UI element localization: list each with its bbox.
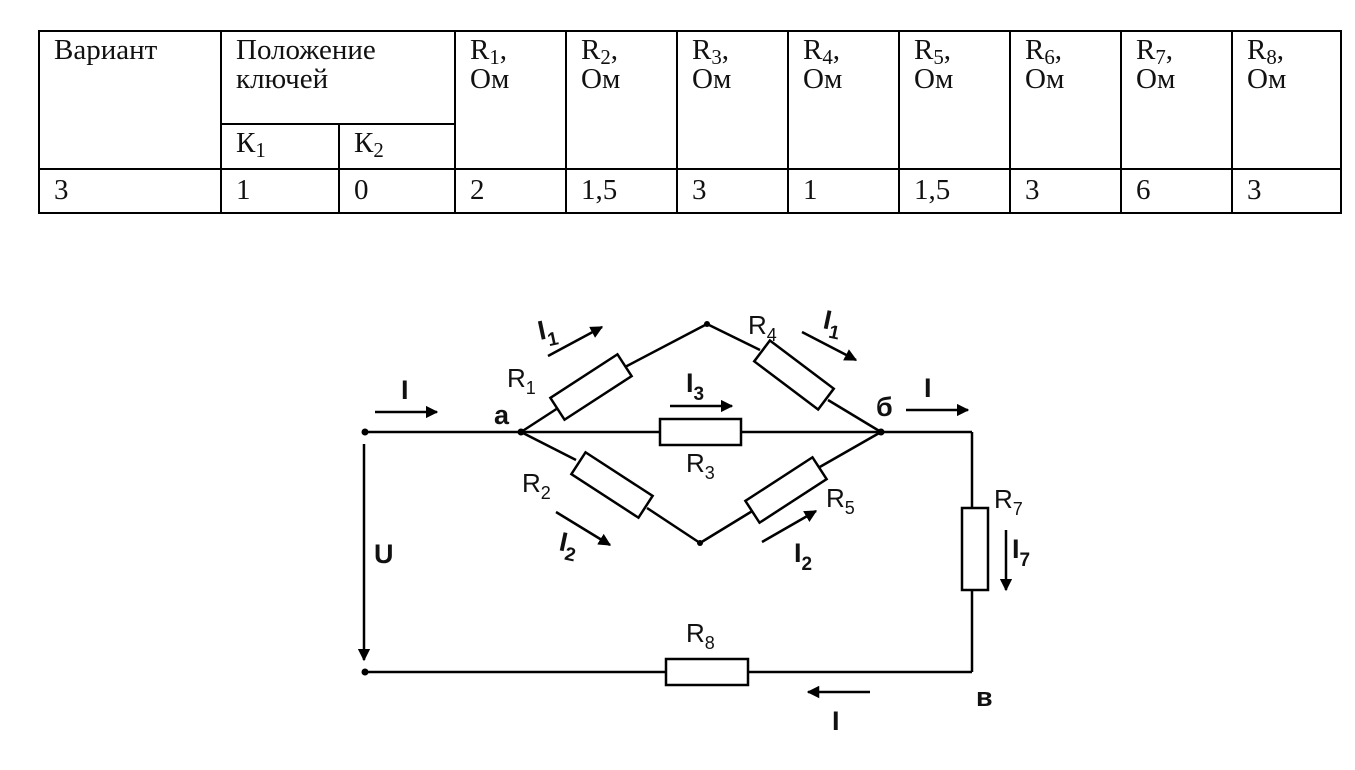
cell-r4: 1 (787, 167, 901, 214)
label-current-i-in: I (401, 375, 409, 405)
resistor-r1 (548, 352, 634, 422)
wire-r5-b (817, 430, 882, 470)
header-variant: Вариант (38, 30, 222, 170)
label-r8: R8 (686, 618, 715, 653)
label-i1-right: I1 (819, 305, 845, 345)
label-voltage-u: U (374, 539, 394, 569)
header-r2: R2, Ом (565, 30, 679, 170)
label-node-v: в (976, 682, 993, 712)
terminal-top (361, 428, 369, 436)
terminal-bottom (361, 668, 369, 676)
arrow-i2-left (555, 510, 612, 547)
header-r3: R3, Ом (676, 30, 790, 170)
resistor-r4 (752, 338, 836, 412)
node-top-dot (704, 321, 710, 327)
cell-k2: 0 (337, 167, 457, 214)
label-i7: I7 (1012, 534, 1030, 571)
cell-r6: 3 (1009, 167, 1123, 214)
label-current-i-out: I (924, 373, 932, 403)
current-arrows (357, 325, 1013, 699)
label-r1: R1 (507, 363, 536, 398)
cell-r1: 2 (454, 167, 568, 214)
wire-a-r1 (520, 406, 559, 434)
header-r8: R8, Ом (1231, 30, 1343, 170)
header-r6: R6, Ом (1009, 30, 1123, 170)
table-row: 3 1 0 2 1,5 3 1 1,5 3 6 3 (38, 167, 1343, 214)
resistors (548, 338, 990, 687)
wire-a-r2 (520, 430, 577, 462)
cell-r3: 3 (676, 167, 790, 214)
header-k1: К1 (220, 123, 340, 170)
label-r7: R7 (994, 484, 1023, 519)
label-i2-left: I2 (555, 527, 580, 567)
node-bottom-dot (697, 540, 703, 546)
cell-r5: 1,5 (898, 167, 1012, 214)
label-r4: R4 (748, 310, 777, 345)
label-i3: I3 (686, 368, 704, 405)
junction-dots (361, 321, 885, 676)
cell-r8: 3 (1231, 167, 1343, 214)
wire-bottom-r5 (699, 508, 755, 545)
label-node-a: а (494, 400, 510, 430)
resistor-labels: R1 R4 R3 R2 R5 R7 R8 (507, 310, 1023, 653)
cell-k1: 1 (220, 167, 340, 214)
resistor-r2 (569, 450, 655, 520)
node-b-dot (877, 428, 885, 436)
cell-r2: 1,5 (565, 167, 679, 214)
parameters-table: Вариант Положение ключей R1, Ом R2, Ом R… (38, 29, 1343, 214)
resistor-r5 (743, 455, 829, 525)
wire-r2-bottom (646, 506, 701, 545)
label-r3: R3 (686, 448, 715, 483)
header-r7: R7, Ом (1120, 30, 1234, 170)
label-current-i-return: I (832, 706, 840, 736)
label-r5: R5 (826, 483, 855, 518)
current-labels: I1 I1 I3 I2 I2 I7 (535, 305, 1030, 575)
header-r1: R1, Ом (454, 30, 568, 170)
wire-r1-top (624, 322, 708, 369)
resistor-r7 (960, 506, 990, 592)
label-node-b: б (876, 392, 893, 422)
header-r5: R5, Ом (898, 30, 1012, 170)
wire-r4-b (827, 398, 882, 434)
arrow-i2-right (761, 509, 818, 544)
wires (365, 322, 974, 674)
cell-variant: 3 (38, 167, 222, 214)
node-a-dot (517, 428, 525, 436)
label-i1-left: I1 (535, 313, 561, 353)
circuit-labels: I I I U а б в (374, 373, 993, 736)
arrow-i1-left (547, 325, 604, 358)
wire-top-r4 (706, 322, 761, 352)
resistor-r8 (664, 657, 750, 687)
arrow-i1-right (801, 330, 858, 362)
header-k2: К2 (337, 123, 457, 170)
header-key-positions: Положение ключей (219, 29, 457, 126)
cell-r7: 6 (1120, 167, 1234, 214)
label-i2-right: I2 (794, 538, 812, 575)
label-r2: R2 (522, 468, 551, 503)
header-r4: R4, Ом (787, 30, 901, 170)
resistor-r3 (658, 417, 743, 447)
